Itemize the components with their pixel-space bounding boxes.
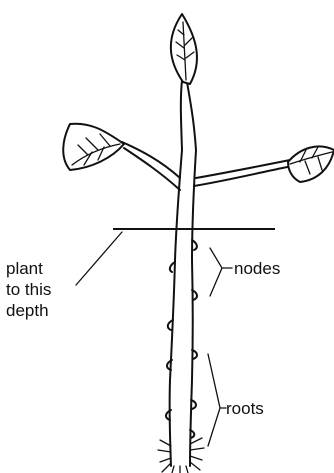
right-leaf xyxy=(288,146,334,182)
left-leaf xyxy=(63,124,124,170)
root-hairs xyxy=(158,438,204,473)
plant-stem xyxy=(166,150,197,466)
nodes-brace xyxy=(210,248,232,296)
roots-label: roots xyxy=(226,398,264,419)
depth-label-line-1: plant xyxy=(6,258,51,279)
depth-label-line-3: depth xyxy=(6,300,51,321)
plant-shoot xyxy=(122,80,292,190)
roots-brace xyxy=(208,354,226,446)
plant-depth-label: plant to this depth xyxy=(6,258,51,321)
depth-label-line-2: to this xyxy=(6,279,51,300)
depth-leader-line xyxy=(76,232,122,285)
nodes-label: nodes xyxy=(234,258,280,279)
